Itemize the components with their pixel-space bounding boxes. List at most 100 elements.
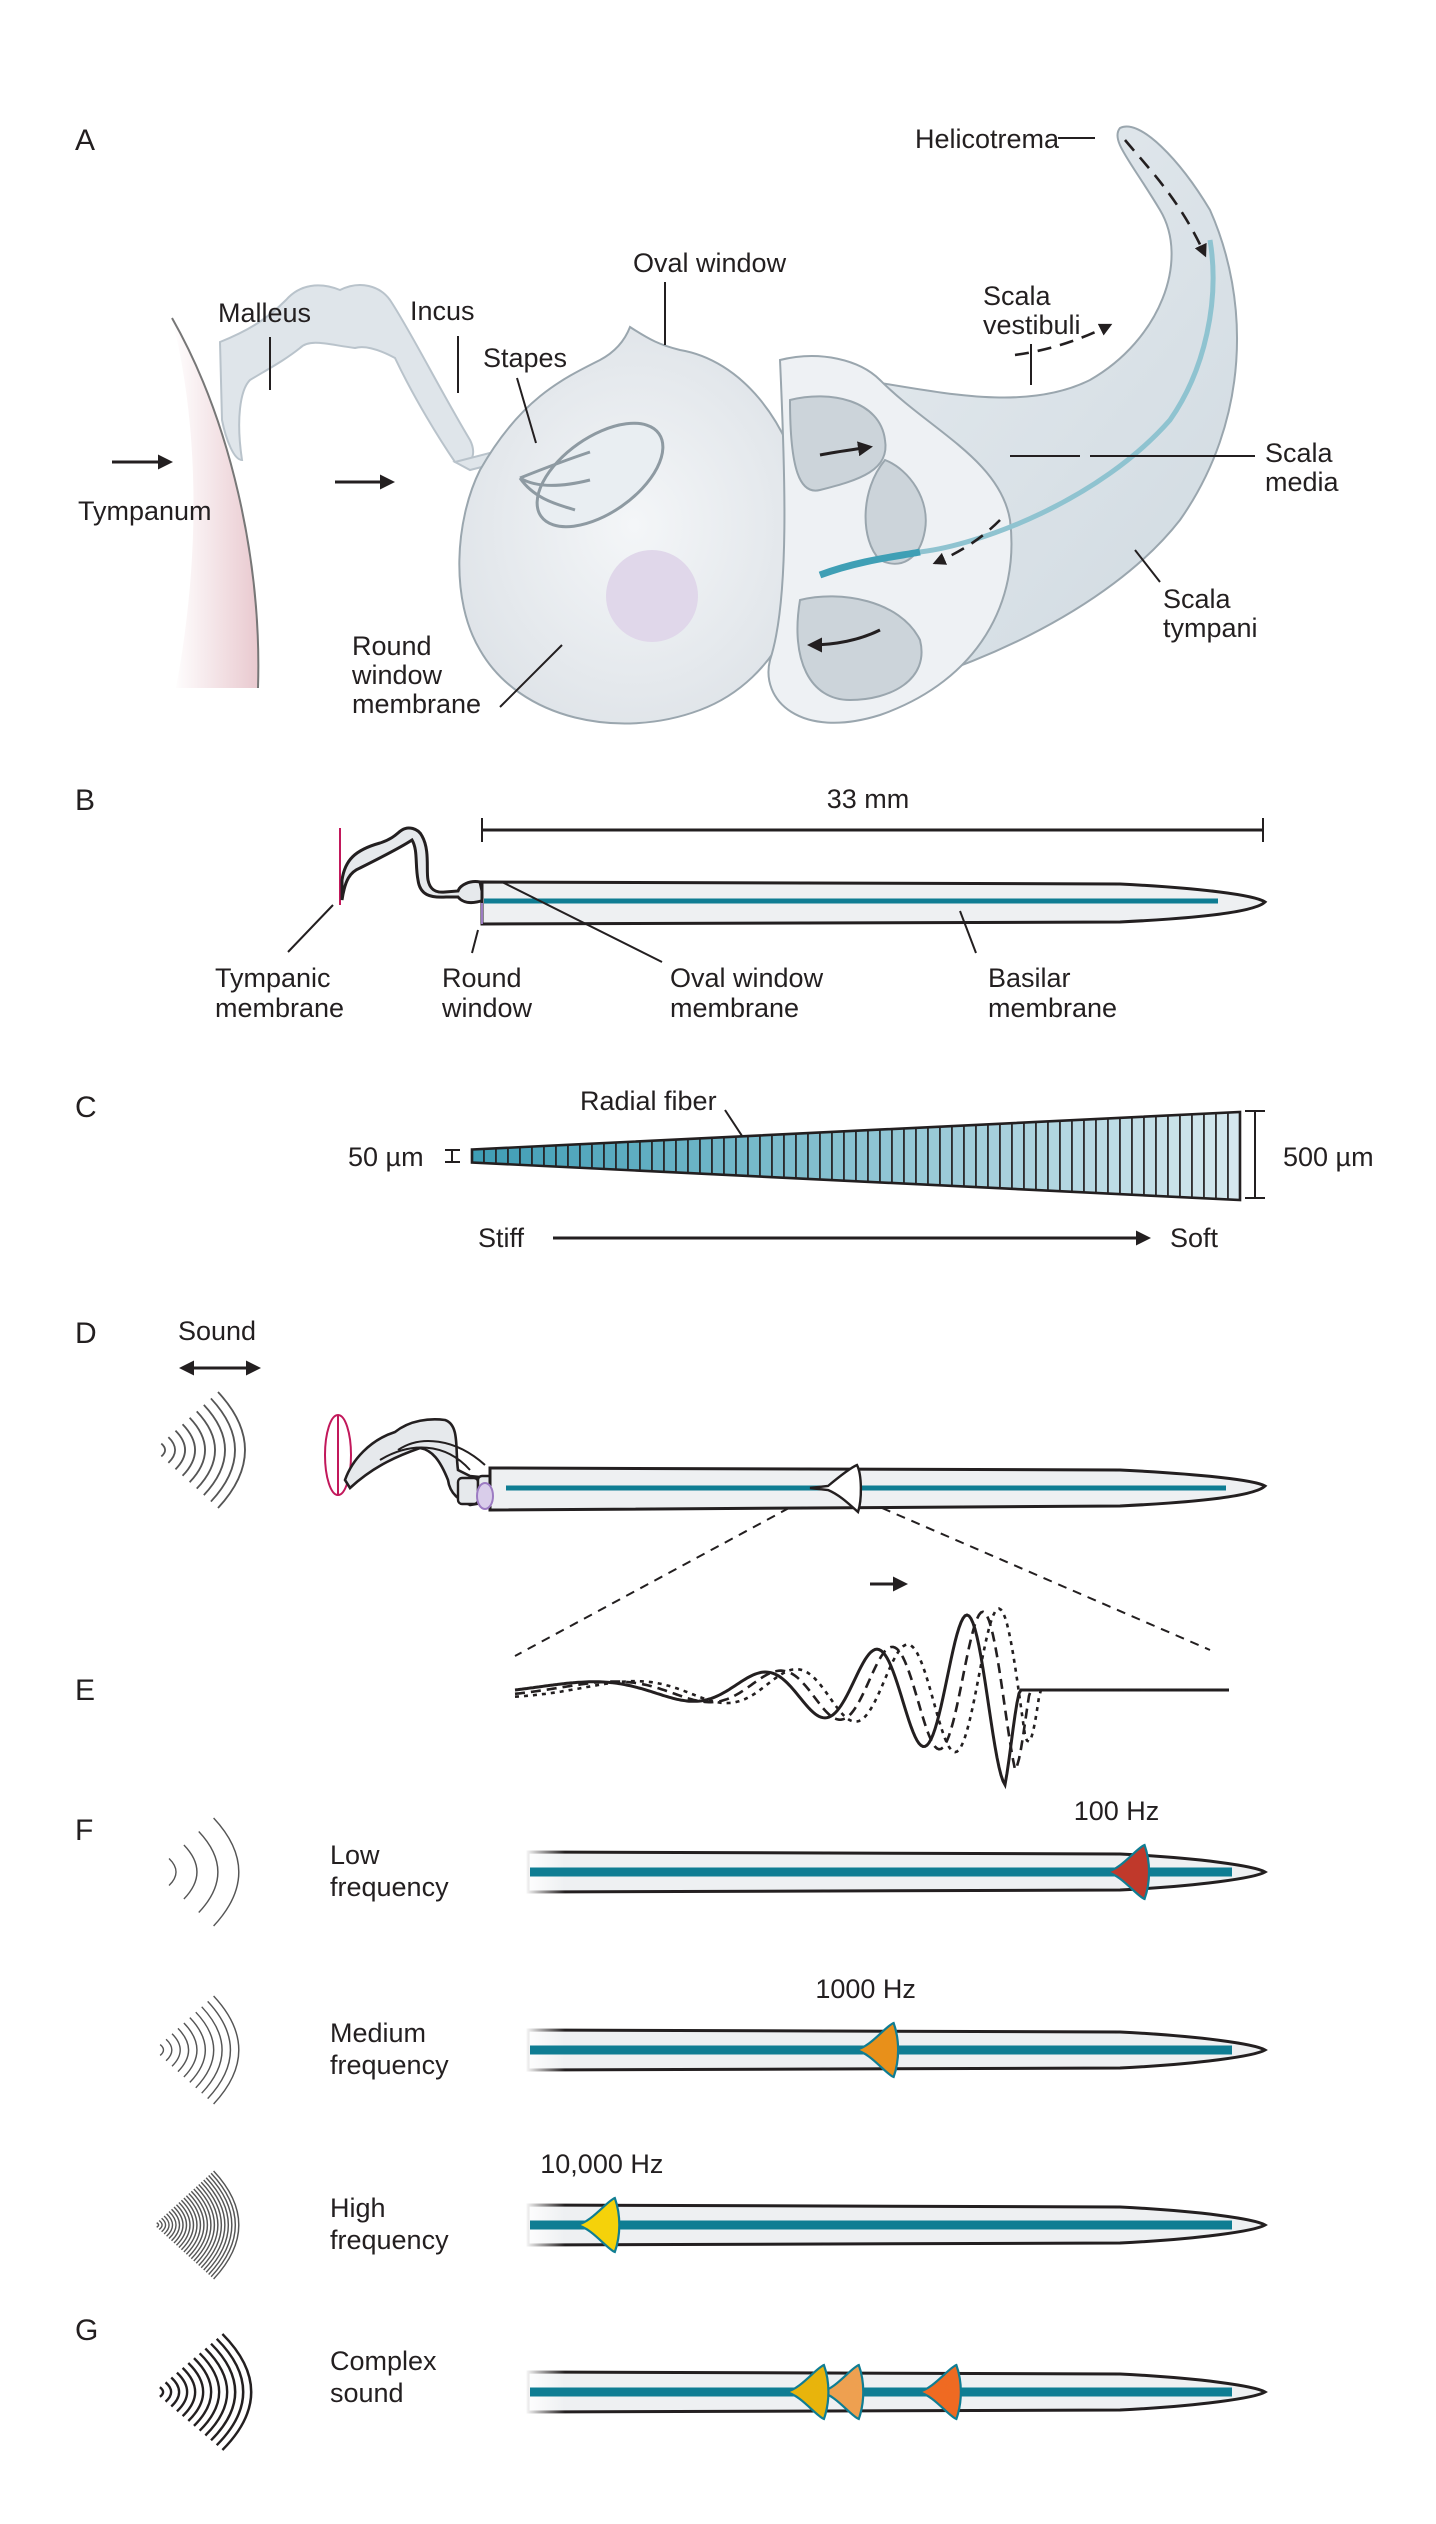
label-scala-vestibuli-2: vestibuli <box>983 310 1081 340</box>
radial-fiber <box>483 1147 497 1165</box>
radial-fiber <box>999 1122 1013 1190</box>
scale-500um <box>1245 1110 1265 1199</box>
label-scala-media-1: Scala <box>1265 438 1334 468</box>
wave-arc <box>198 1831 219 1913</box>
wave-arc <box>195 2186 216 2264</box>
radial-fiber <box>1011 1121 1025 1191</box>
frequency-name-1: Low <box>330 1840 380 1870</box>
radial-fiber <box>1215 1111 1229 1201</box>
radial-fiber <box>591 1142 605 1170</box>
label-sound: Sound <box>178 1316 256 1346</box>
wave-arc <box>164 2381 173 2403</box>
wave-arc <box>174 1430 186 1470</box>
wave-arc <box>163 2215 170 2235</box>
label-helicotrema: Helicotrema <box>915 124 1060 154</box>
wave-snapshot-1 <box>514 1613 1229 1790</box>
radial-fiber <box>1023 1121 1037 1191</box>
label-incus: Incus <box>410 296 475 326</box>
wave-arc <box>188 2193 205 2257</box>
radial-fiber <box>1095 1117 1109 1195</box>
panel-g: G Complex sound <box>75 2314 1268 2451</box>
radial-fiber <box>1083 1118 1097 1194</box>
radial-fiber <box>471 1148 485 1164</box>
wave-arc <box>171 2208 181 2242</box>
radial-fiber <box>795 1132 809 1180</box>
leader-basilar <box>959 910 977 954</box>
wave-arc <box>190 2190 209 2260</box>
vibration-peak <box>576 2196 621 2254</box>
label-radial-fiber: Radial fiber <box>580 1086 717 1116</box>
label-round-window-3: membrane <box>352 689 481 719</box>
wave-arc <box>167 1436 176 1464</box>
leader-stapes <box>516 377 537 444</box>
radial-fiber <box>1131 1115 1145 1197</box>
radial-fiber <box>1119 1116 1133 1196</box>
sound-wave-icon <box>159 1995 240 2105</box>
length-scale-bar <box>481 818 1264 842</box>
round-window-membrane <box>606 550 698 642</box>
wave-arc <box>156 2222 160 2228</box>
radial-fiber <box>891 1127 905 1185</box>
radial-fiber <box>867 1128 881 1184</box>
radial-fiber <box>1071 1118 1085 1194</box>
radial-fiber <box>1047 1119 1061 1193</box>
wave-arc <box>181 2366 197 2418</box>
wave-arc <box>183 2022 198 2078</box>
wave-arc <box>176 2371 189 2413</box>
zoom-line-right <box>881 1507 1211 1651</box>
panel-label-c: C <box>75 1091 97 1124</box>
traveling-wave-bulge <box>809 1463 863 1515</box>
label-tympanic-1: Tympanic <box>215 963 331 993</box>
wave-snapshot-2 <box>514 1610 1229 1774</box>
radial-fiber <box>579 1142 593 1170</box>
vibration-peak <box>785 2363 830 2421</box>
radial-fiber <box>543 1144 557 1168</box>
arrow-vestibule <box>819 441 873 457</box>
wave-arc <box>210 1397 236 1503</box>
label-scala-media-2: media <box>1265 467 1340 497</box>
wave-arc <box>200 2181 222 2269</box>
scala-media-section <box>864 458 927 565</box>
sound-wave-icon <box>156 2170 240 2280</box>
radial-fiber <box>855 1129 869 1183</box>
radial-fiber-wedge <box>470 1110 1242 1202</box>
wave-arc <box>159 2386 165 2398</box>
leader-oval <box>501 881 663 963</box>
wave-arc <box>175 2204 188 2246</box>
wave-arc <box>177 2027 190 2073</box>
wave-arc <box>198 2352 221 2432</box>
label-round-window-2: window <box>351 660 443 690</box>
frequency-value: 100 Hz <box>1074 1796 1160 1826</box>
label-sound-g: sound <box>330 2378 404 2408</box>
wave-arc <box>201 2006 223 2094</box>
leader-round-window <box>499 644 563 708</box>
wave-arc <box>207 2000 232 2100</box>
radial-fiber <box>963 1124 977 1188</box>
arrow-tympani <box>807 628 881 653</box>
panel-label-e: E <box>75 1674 95 1707</box>
wave-arc <box>188 1417 206 1483</box>
ossicles-d-motion <box>379 1440 486 1471</box>
panel-label-f: F <box>75 1814 93 1847</box>
vibration-peak <box>820 2363 865 2421</box>
label-tympanic-2: membrane <box>215 993 344 1023</box>
panel-c: C Radial fiber 50 µm 500 µm Stiff Soft <box>75 1086 1374 1253</box>
cochlea-tube-f <box>525 1843 1268 1901</box>
wave-arc <box>189 2017 207 2083</box>
wave-arc <box>213 1817 240 1927</box>
wave-arc <box>204 2347 229 2437</box>
radial-fiber <box>711 1136 725 1176</box>
radial-fiber <box>699 1136 713 1176</box>
radial-fiber <box>651 1139 665 1173</box>
wave-arc <box>213 1995 240 2105</box>
radial-fiber <box>567 1143 581 1169</box>
radial-fiber <box>783 1132 797 1180</box>
ossicles-b <box>340 826 486 905</box>
tympanum-shading <box>172 318 259 688</box>
radial-fiber <box>1227 1111 1241 1201</box>
radial-fiber <box>519 1145 533 1167</box>
panel-label-a: A <box>75 124 95 157</box>
